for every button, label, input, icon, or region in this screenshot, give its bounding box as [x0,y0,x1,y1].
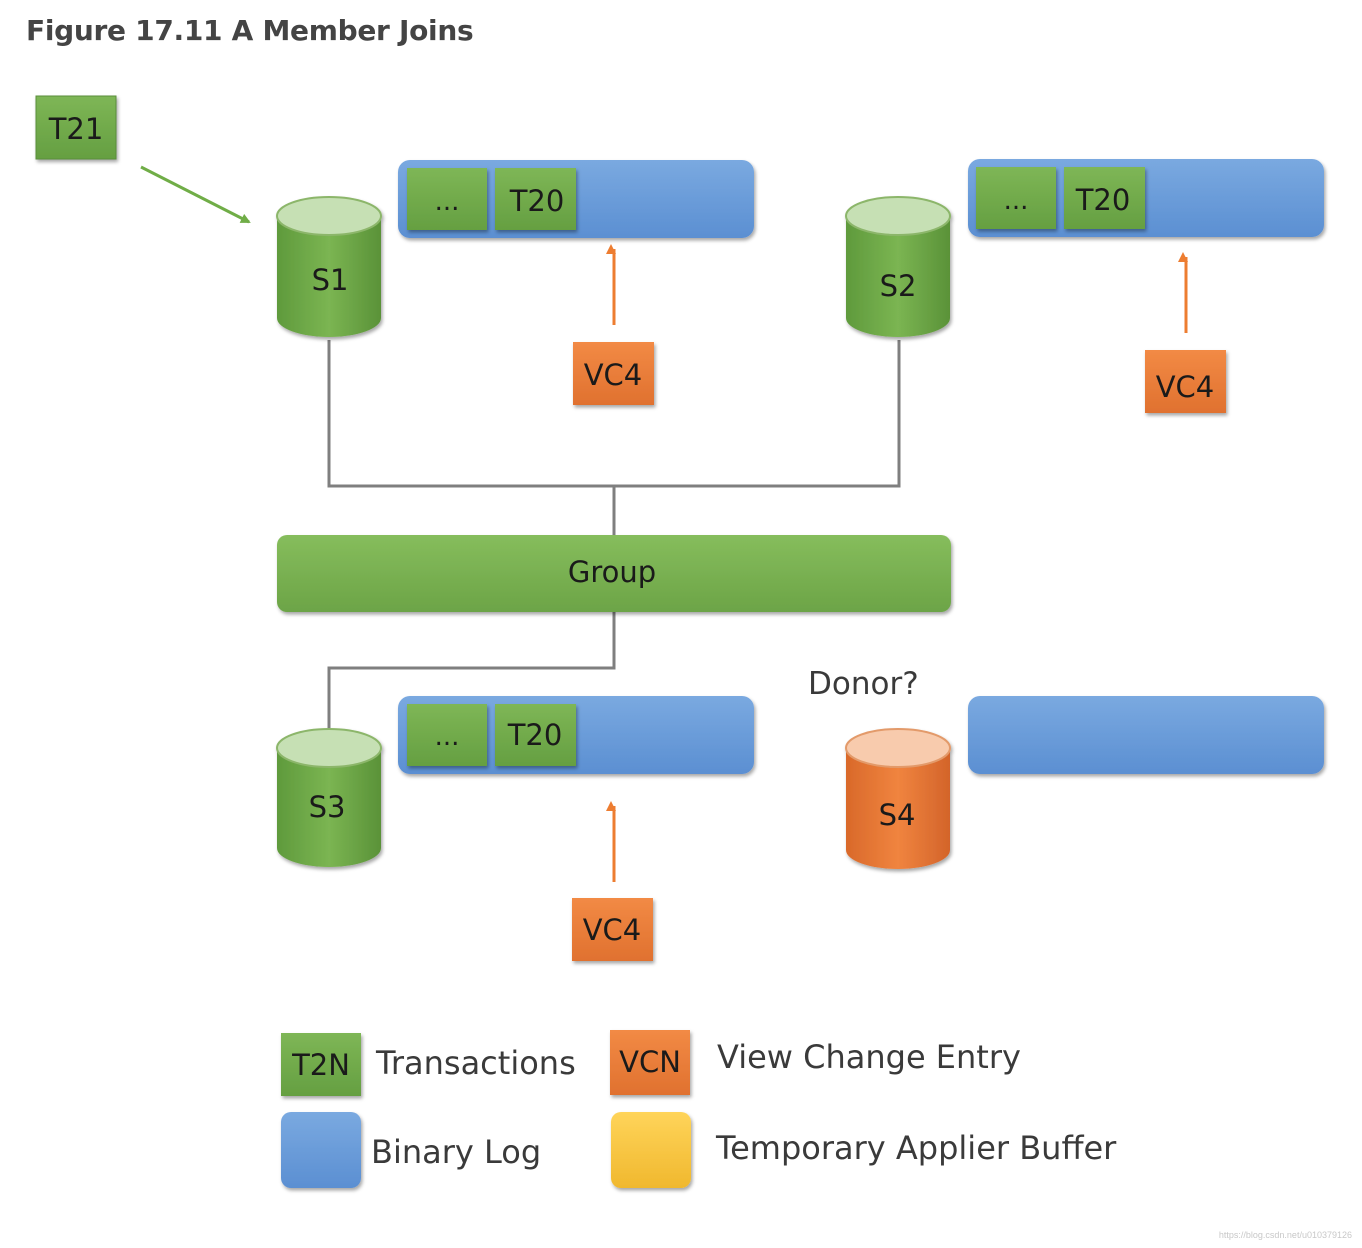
svg-text:T20: T20 [509,184,565,218]
svg-text:S1: S1 [312,263,349,297]
svg-text:T2N: T2N [291,1048,350,1082]
database-icon [276,196,382,337]
svg-text:T20: T20 [1075,183,1131,217]
svg-text:Group: Group [568,555,656,589]
group-bar: Group [277,535,951,612]
binary-log-s3: ... T20 [398,696,754,774]
legend-temporary-applier-buffer: Temporary Applier Buffer [611,1112,1117,1188]
svg-text:...: ... [435,187,460,217]
database-icon [845,728,951,869]
svg-text:...: ... [435,722,460,752]
binary-log-s1: ... T20 [398,160,754,238]
view-change-box-s1: VC4 [573,342,654,405]
binary-log-s4 [968,696,1324,774]
database-icon [276,728,382,867]
legend-transactions: T2N Transactions [281,1033,576,1096]
incoming-arrow [140,165,251,224]
svg-text:Temporary Applier Buffer: Temporary Applier Buffer [715,1129,1117,1167]
svg-text:View Change Entry: View Change Entry [717,1038,1021,1076]
svg-text:S4: S4 [879,798,916,832]
incoming-transaction-box: T21 [35,95,117,160]
figure-title: Figure 17.11 A Member Joins [26,14,474,47]
connector-lines [327,340,901,728]
view-change-box-s3: VC4 [572,898,653,961]
server-s1: S1 [276,196,382,337]
binary-log-s2: ... T20 [968,159,1324,237]
svg-text:VC4: VC4 [583,913,642,947]
svg-text:Binary Log: Binary Log [371,1133,541,1171]
svg-text:...: ... [1004,186,1029,216]
svg-text:S3: S3 [309,790,346,824]
svg-text:VC4: VC4 [584,358,643,392]
legend-binary-log: Binary Log [281,1112,541,1188]
view-change-box-s2: VC4 [1145,350,1226,413]
legend-view-change-entry: VCN View Change Entry [610,1030,1021,1095]
server-s4: S4 [845,728,951,869]
svg-text:S2: S2 [880,269,917,303]
svg-text:T20: T20 [507,718,563,752]
server-s3: S3 [276,728,382,867]
watermark: https://blog.csdn.net/u010379126 [1218,1230,1352,1240]
server-s2: S2 [845,196,951,337]
svg-text:VCN: VCN [619,1045,681,1079]
donor-label: Donor? [808,666,919,702]
svg-text:Transactions: Transactions [375,1044,576,1082]
svg-text:VC4: VC4 [1156,370,1215,404]
svg-text:T21: T21 [48,112,104,146]
database-icon [845,196,951,337]
legend: T2N Transactions VCN View Change Entry B… [281,1030,1117,1188]
